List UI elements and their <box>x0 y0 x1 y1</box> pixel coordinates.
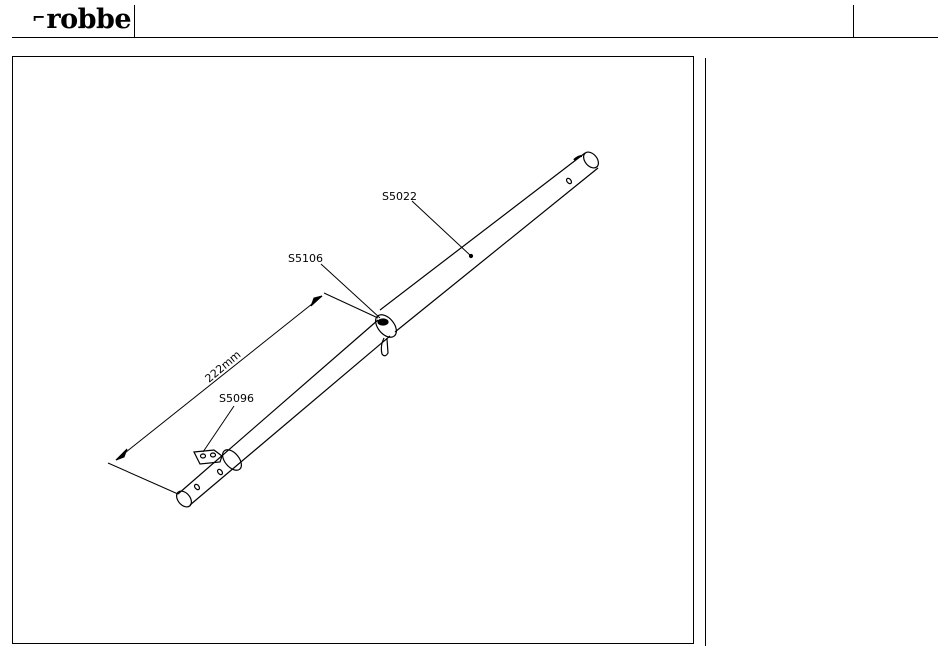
dimension-label: 222mm <box>203 348 244 385</box>
tube-upper <box>380 149 601 332</box>
clamp-s5106 <box>372 311 401 356</box>
leader-lines <box>203 201 473 452</box>
label-s5022: S5022 <box>382 190 417 203</box>
tube-lower <box>174 320 390 510</box>
label-s5106: S5106 <box>288 252 323 265</box>
label-s5096: S5096 <box>219 392 254 405</box>
